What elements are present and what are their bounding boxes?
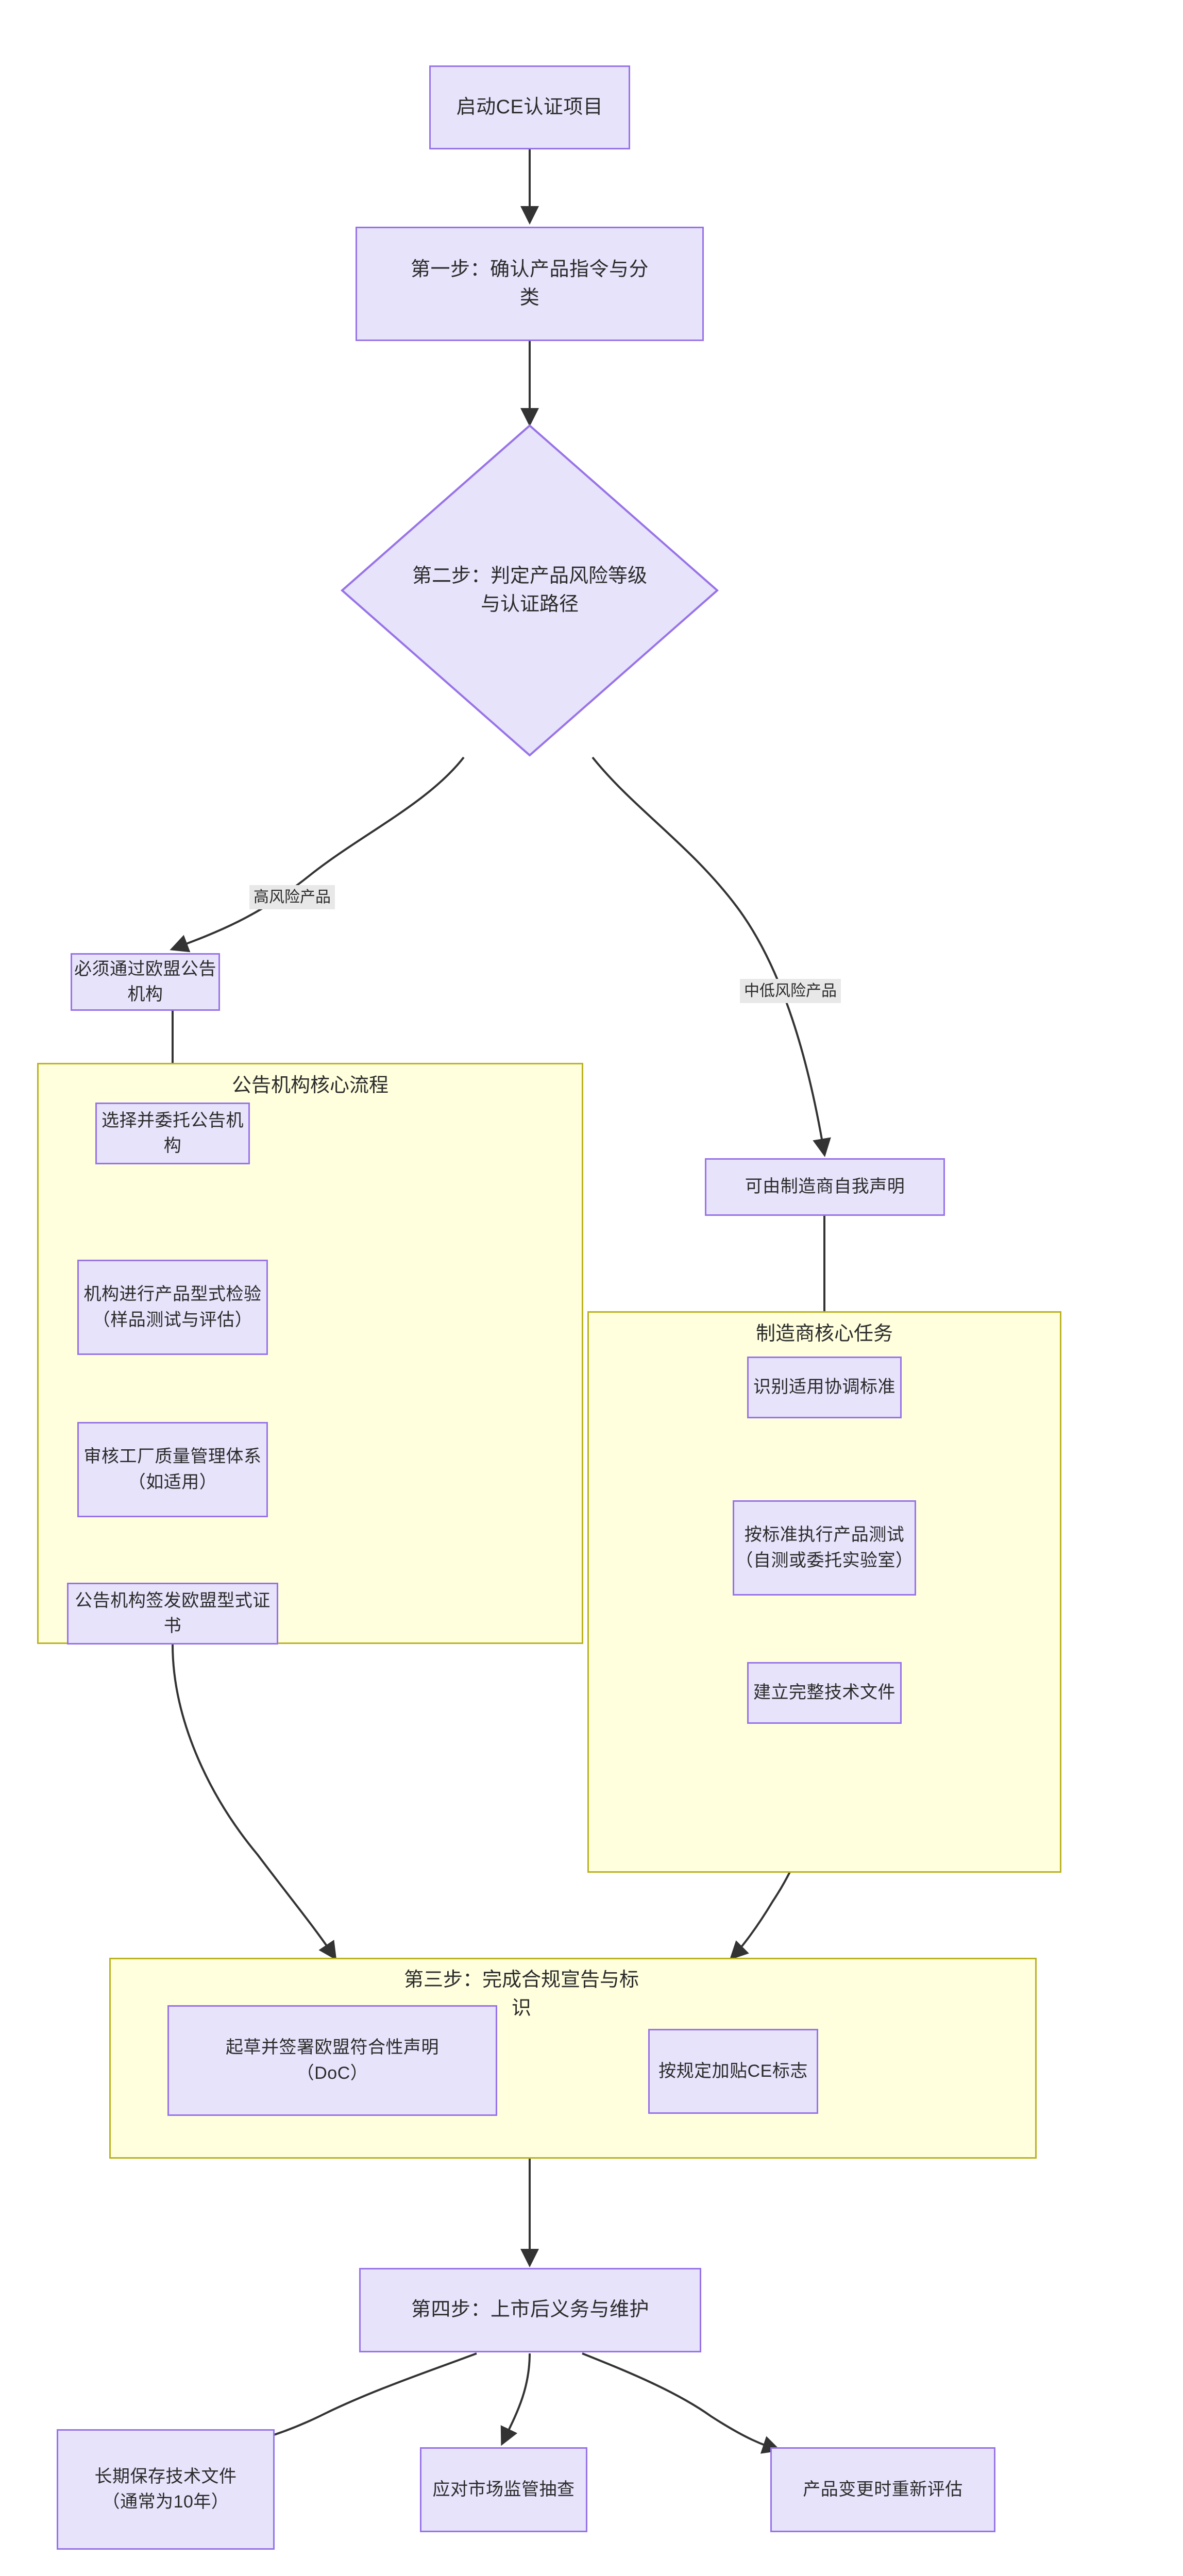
node-step1[interactable]: 第一步：确认产品指令与分 类 <box>356 227 704 341</box>
node-keep-docs[interactable]: 长期保存技术文件 （通常为10年） <box>57 2429 275 2550</box>
node-mf-standards[interactable]: 识别适用协调标准 <box>747 1357 902 1418</box>
edge-step2-to-highrisk-curve <box>170 756 465 953</box>
edge-label-low-risk: 中低风险产品 <box>740 979 841 1003</box>
node-start[interactable]: 启动CE认证项目 <box>429 65 630 149</box>
diamond-shape <box>340 424 719 757</box>
node-low-risk[interactable]: 可由制造商自我声明 <box>705 1158 945 1216</box>
node-doc-sign[interactable]: 起草并签署欧盟符合性声明 （DoC） <box>167 2005 497 2116</box>
node-nb-cert[interactable]: 公告机构签发欧盟型式证书 <box>67 1583 278 1645</box>
node-ce-mark[interactable]: 按规定加贴CE标志 <box>648 2029 818 2114</box>
cluster-notified-body-label: 公告机构核心流程 <box>231 1075 388 1096</box>
node-step2[interactable]: 第二步：判定产品风险等级 与认证路径 <box>340 423 719 757</box>
node-high-risk[interactable]: 必须通过欧盟公告机构 <box>71 953 220 1011</box>
cluster-step3-label: 第三步：完成合规宣告与标 识 <box>403 1969 639 2020</box>
edge-step4-to-reassess <box>582 2352 781 2454</box>
node-market-check[interactable]: 应对市场监管抽查 <box>420 2447 587 2532</box>
edge-nbcert-to-docsign <box>172 1644 337 1960</box>
edge-label-high-risk: 高风险产品 <box>249 885 335 909</box>
node-step2-label: 第二步：判定产品风险等级 与认证路径 <box>412 565 647 615</box>
edge-step2-to-lowrisk <box>592 756 831 1157</box>
cluster-manufacturer-label: 制造商核心任务 <box>755 1323 893 1345</box>
node-reassess[interactable]: 产品变更时重新评估 <box>770 2447 995 2532</box>
node-nb-audit[interactable]: 审核工厂质量管理体系 （如适用） <box>77 1422 268 1517</box>
node-nb-type-test[interactable]: 机构进行产品型式检验 （样品测试与评估） <box>77 1260 268 1355</box>
edge-step4-to-marketcheck <box>500 2353 531 2446</box>
node-step4[interactable]: 第四步：上市后义务与维护 <box>359 2268 701 2352</box>
node-nb-select[interactable]: 选择并委托公告机构 <box>95 1103 250 1164</box>
node-mf-docs[interactable]: 建立完整技术文件 <box>747 1662 902 1724</box>
node-mf-test[interactable]: 按标准执行产品测试 （自测或委托实验室） <box>733 1500 916 1596</box>
